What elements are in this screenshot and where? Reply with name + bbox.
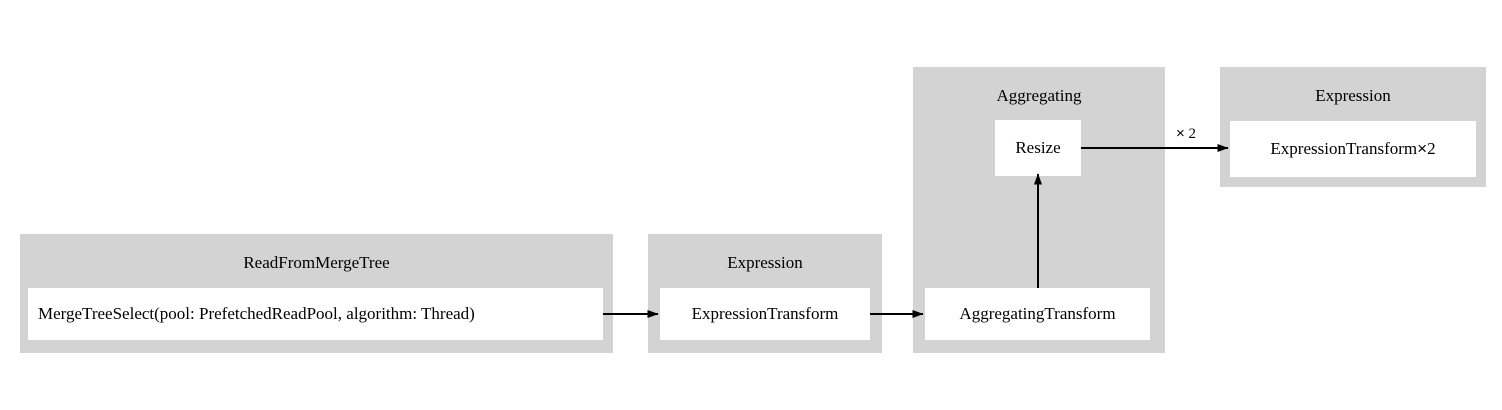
node-aggregating-transform[interactable]: AggregatingTransform — [925, 288, 1150, 340]
cluster-label-expression-1: Expression — [727, 253, 803, 272]
node-expression-transform-x2[interactable]: ExpressionTransform × 2 — [1230, 121, 1476, 177]
node-label-resize: Resize — [1015, 138, 1061, 157]
node-resize[interactable]: Resize — [995, 120, 1081, 176]
cluster-label-read-from-merge-tree: ReadFromMergeTree — [243, 253, 390, 272]
node-label-aggregating-transform: AggregatingTransform — [959, 304, 1116, 323]
edge-label-resize-to-expression2: × 2 — [1176, 125, 1197, 142]
node-label-merge-tree-select: MergeTreeSelect(pool: PrefetchedReadPool… — [38, 304, 475, 323]
node-merge-tree-select[interactable]: MergeTreeSelect(pool: PrefetchedReadPool… — [28, 288, 603, 340]
cluster-label-aggregating: Aggregating — [996, 86, 1082, 105]
node-expression-transform[interactable]: ExpressionTransform — [660, 288, 870, 340]
cluster-label-expression-2: Expression — [1315, 86, 1391, 105]
node-label-expression-transform: ExpressionTransform — [691, 304, 839, 323]
